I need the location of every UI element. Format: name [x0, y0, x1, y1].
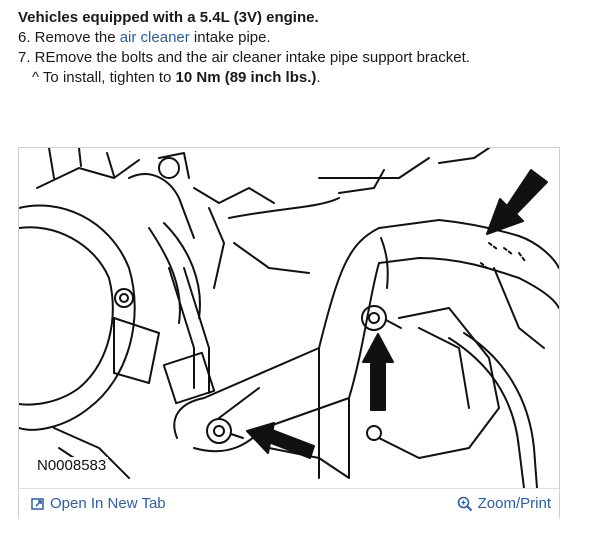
- air-cleaner-link[interactable]: air cleaner: [119, 29, 190, 46]
- zoom-print-label: Zoom/Print: [477, 495, 551, 512]
- install-note-suffix: .: [316, 69, 321, 86]
- section-heading: Vehicles equipped with a 5.4L (3V) engin…: [18, 9, 319, 26]
- zoom-icon: [457, 496, 472, 511]
- figure-card: N0008583 Open In New Tab Zoom/Print: [18, 147, 560, 519]
- open-in-new-tab-label: Open In New Tab: [50, 495, 166, 512]
- step-6: 6. Remove the air cleaner intake pipe.: [18, 28, 598, 48]
- step-6-prefix: 6. Remove the: [18, 29, 120, 46]
- torque-value: 10 Nm (89 inch lbs.): [175, 69, 317, 86]
- install-note-prefix: ^ To install, tighten to: [32, 69, 176, 86]
- open-new-tab-icon: [31, 497, 44, 510]
- figure-id: N0008583: [35, 457, 109, 474]
- step-6-suffix: intake pipe.: [189, 29, 271, 46]
- zoom-print-button[interactable]: Zoom/Print: [457, 495, 551, 512]
- install-note: ^ To install, tighten to 10 Nm (89 inch …: [18, 68, 598, 88]
- open-in-new-tab-button[interactable]: Open In New Tab: [31, 495, 166, 512]
- figure-toolbar: Open In New Tab Zoom/Print: [19, 488, 559, 519]
- engine-illustration[interactable]: [19, 148, 559, 488]
- step-7: 7. REmove the bolts and the air cleaner …: [18, 49, 470, 66]
- instructions: Vehicles equipped with a 5.4L (3V) engin…: [18, 8, 598, 88]
